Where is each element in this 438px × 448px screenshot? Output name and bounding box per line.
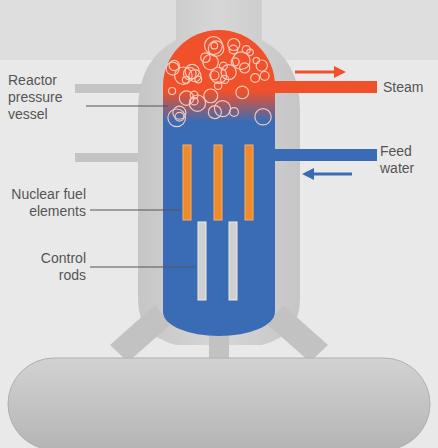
- fuel-element: [245, 145, 253, 220]
- control-rod: [198, 222, 206, 300]
- part-label: Nuclear fuel elements: [4, 186, 86, 220]
- fuel-element: [214, 145, 222, 220]
- feed-pipe: [262, 149, 377, 161]
- part-label: Control rods: [10, 250, 86, 284]
- leader-line: [86, 106, 168, 107]
- leader-line: [90, 210, 181, 211]
- vessel-housing: [138, 0, 300, 345]
- pipe: [110, 305, 170, 362]
- steam-bubbles: [166, 37, 271, 127]
- control-rod: [229, 222, 237, 300]
- part-label: Reactor pressure vessel: [8, 72, 86, 123]
- arrow: [302, 168, 314, 180]
- pipe: [268, 305, 328, 362]
- flow-label: Feed water: [380, 143, 435, 177]
- steam-pipe: [262, 81, 377, 93]
- vessel-core: [163, 30, 275, 336]
- fuel-element: [183, 145, 191, 220]
- lower-drum: [8, 358, 430, 448]
- flow-label: Steam: [383, 79, 435, 96]
- arrow: [334, 66, 346, 78]
- leader-line: [90, 267, 196, 268]
